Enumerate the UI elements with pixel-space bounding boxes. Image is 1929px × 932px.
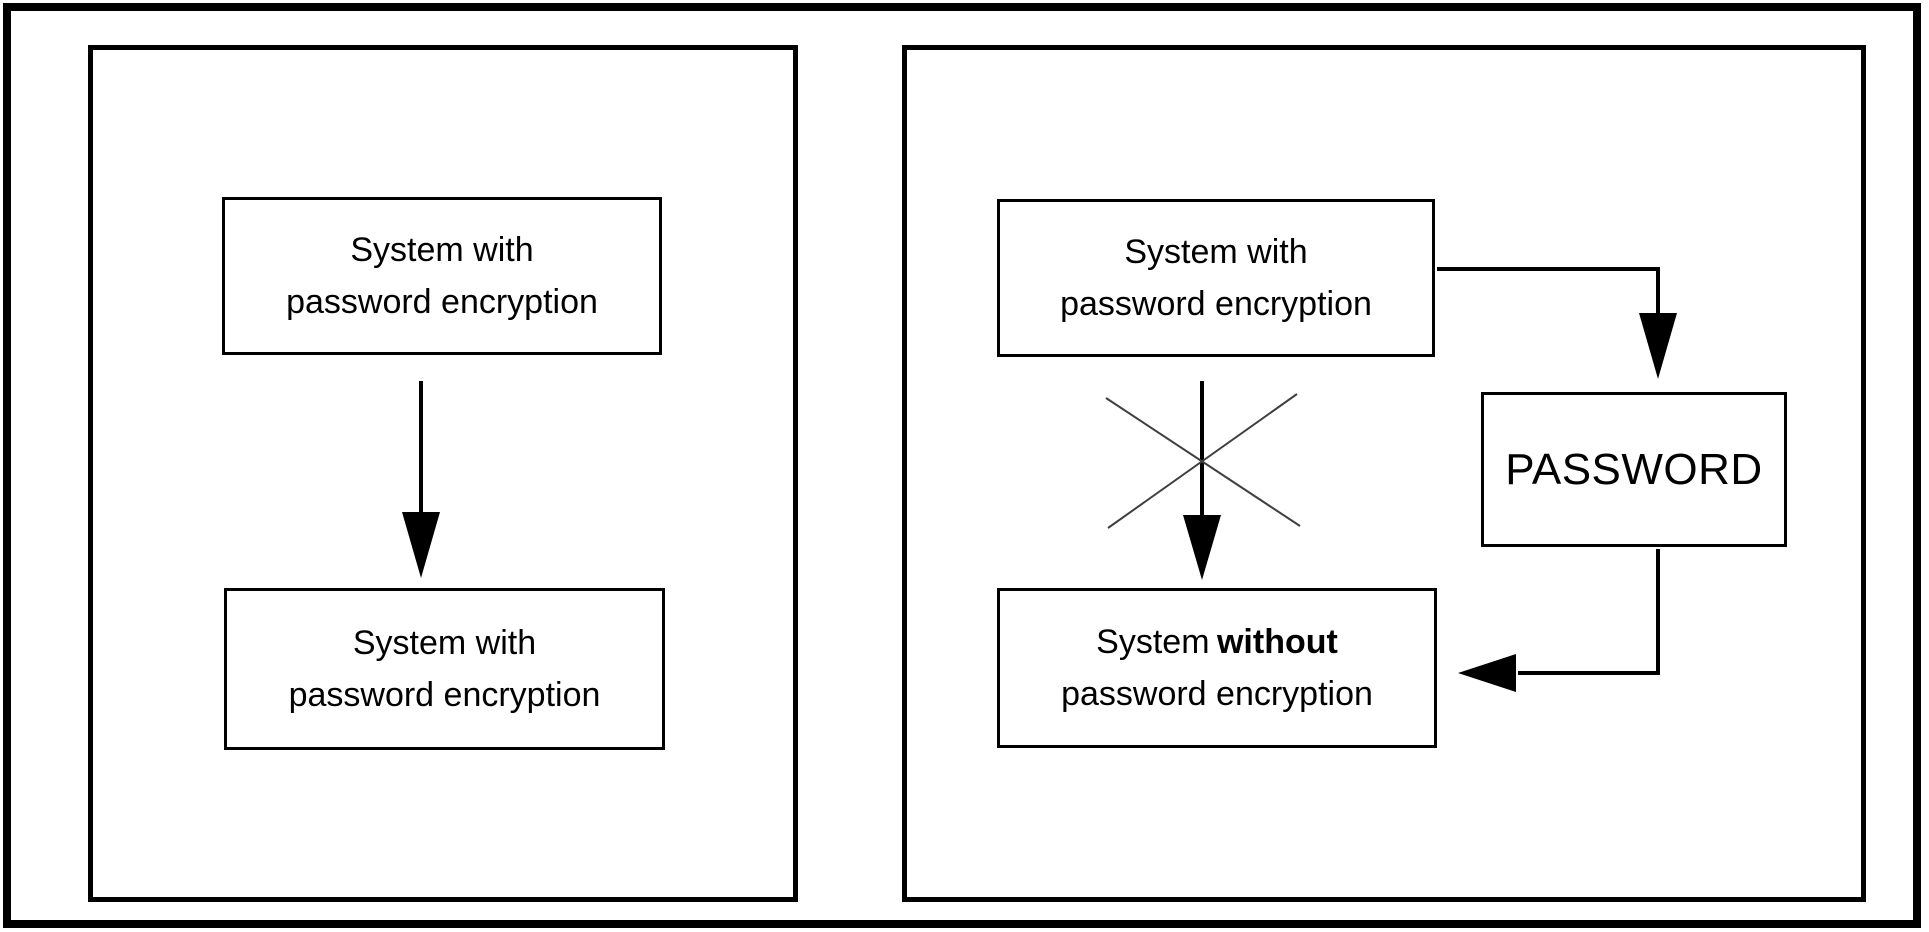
- left-panel: [88, 45, 798, 902]
- password-box: PASSWORD: [1481, 392, 1787, 547]
- box-label-word-bold: without: [1216, 623, 1338, 661]
- box-label-word: System: [1096, 623, 1210, 661]
- box-label-line: password encryption: [288, 676, 601, 714]
- box-label-line: password encryption: [1061, 675, 1373, 713]
- box-label-line: password encryption: [1060, 285, 1372, 323]
- left-top-system-box: System with password encryption: [222, 197, 662, 355]
- right-top-system-box: System with password encryption: [997, 199, 1435, 357]
- left-bottom-system-box: System with password encryption: [224, 588, 665, 750]
- box-label-line: System with: [1124, 233, 1308, 271]
- password-label: PASSWORD: [1505, 444, 1763, 494]
- box-label-line: System with: [350, 231, 534, 269]
- box-label-line: System with: [352, 624, 537, 662]
- box-label-line: password encryption: [286, 283, 598, 321]
- outer-frame: [3, 3, 1921, 928]
